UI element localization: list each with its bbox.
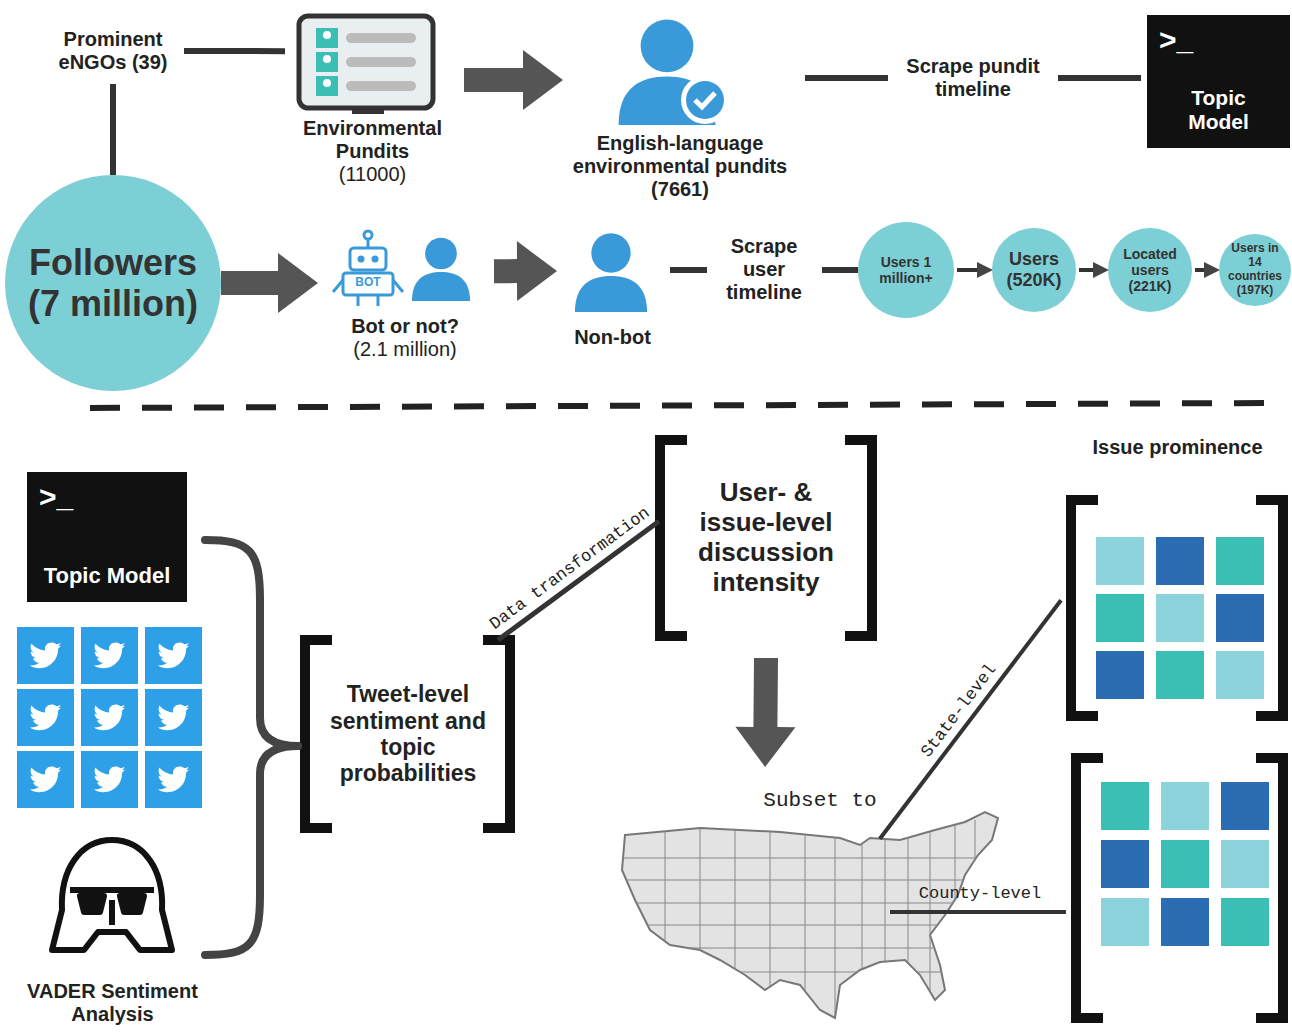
step-node: Tweet-level sentiment and topic probabil… [318,640,498,828]
connector [464,50,563,110]
connector [498,521,659,640]
step-node: Issue prominence [1065,432,1290,722]
count-circle: Followers (7 million) [5,175,221,391]
connector [494,241,557,301]
node-title: Tweet-level sentiment and topic probabil… [322,681,494,787]
step-node: VADER Sentiment Analysis [20,830,205,1030]
node-title: Located users (221K) [1114,246,1186,294]
connector [735,658,795,767]
node-detail: Topic Model [44,563,171,588]
step-node: Subset to [615,785,1025,1025]
step-node: Bot or not?(2.1 million) [320,225,490,365]
robot-tag: BOT [345,276,391,290]
edge-label: Data transformation [482,501,658,638]
tool-box: >_Topic Model [27,472,187,602]
node-title: >_ [39,480,73,563]
connector [1195,268,1216,272]
step-node: User- & issue-level discussion intensity [675,440,857,636]
node-detail: Topic Model [1159,86,1278,134]
tool-box: >_Topic Model [1147,15,1290,148]
connector [205,746,298,955]
connector [110,84,116,175]
node-title: Followers (7 million) [21,242,205,325]
node-title: Users in 14 countries (197K) [1224,242,1286,297]
count-circle: Users (520K) [992,228,1076,312]
count-circle: Users in 14 countries (197K) [1219,234,1291,306]
step-node: Environmental Pundits(11000) [285,12,460,190]
node-title: VADER Sentiment Analysis [24,980,201,1026]
node-detail: (7661) [651,178,709,201]
connector [880,600,1061,839]
node-title: Prominent eNGOs (39) [52,28,174,74]
level-label: County-level [900,884,1060,904]
node-title: Users 1 million+ [866,254,946,286]
node-title: Users (520K) [998,249,1070,290]
node-title: Non-bot [574,326,651,349]
step-node: English-language environmental pundits(7… [555,15,805,205]
count-circle: Users 1 million+ [858,222,954,318]
connector [205,540,298,746]
connector [221,253,318,313]
node-detail: (11000) [339,163,406,186]
node-title: English-language environmental pundits [559,132,801,178]
node-title: Environmental Pundits [289,117,456,163]
node-title: User- & issue-level discussion intensity [679,478,853,598]
connector [1079,268,1105,272]
connector [957,268,989,272]
connector [184,48,285,54]
edge-label: State-level [915,656,1004,765]
node-detail: (2.1 million) [353,338,456,361]
node-title: Subset to [763,789,876,813]
node-title: >_ [1159,23,1193,86]
count-circle: Located users (221K) [1108,228,1192,312]
node-title: Issue prominence [1092,436,1262,459]
edge-label: Scrape pundit timeline [888,55,1058,101]
node-title: Bot or not? [351,315,459,338]
step-node: Non-bot [555,218,670,353]
edge-label: Scrape user timeline [707,235,822,304]
step-node: Prominent eNGOs (39) [48,22,178,80]
